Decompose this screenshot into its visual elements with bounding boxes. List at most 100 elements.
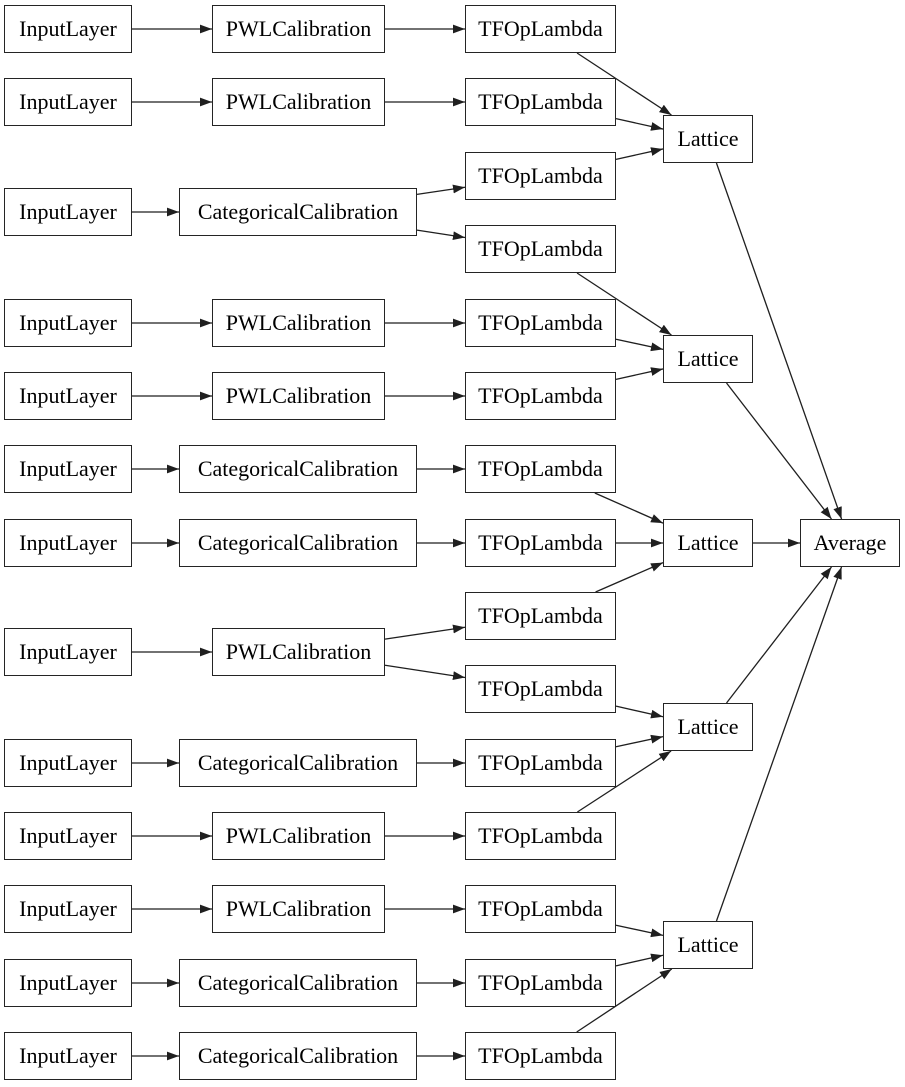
node-label-cal1: PWLCalibration [225,16,372,41]
edge-tf9-lat3 [595,562,664,593]
categorical-calibration-node-cal7: CategoricalCalibration [179,519,417,567]
edge-tf11-lat4 [615,734,664,748]
node-label-in4: InputLayer [19,310,117,335]
tf-op-lambda-node-tf14: TFOpLambda [465,959,616,1007]
input-layer-node-in10: InputLayer [4,812,132,860]
node-label-tf9: TFOpLambda [478,603,603,628]
pwl-calibration-node-cal2: PWLCalibration [212,78,385,126]
edge-cal8-tf10 [384,664,466,680]
tf-op-lambda-node-tf10: TFOpLambda [465,665,616,713]
node-label-in7: InputLayer [19,530,117,555]
input-layer-node-in3: InputLayer [4,188,132,236]
node-label-tf7: TFOpLambda [478,456,603,481]
node-label-in13: InputLayer [19,1043,117,1068]
input-layer-node-in6: InputLayer [4,445,132,493]
node-label-in10: InputLayer [19,823,117,848]
edge-lat5-avg [715,566,843,922]
input-layer-node-in5: InputLayer [4,372,132,420]
node-label-cal4: PWLCalibration [225,310,372,335]
input-layer-node-in9: InputLayer [4,739,132,787]
node-label-cal12: CategoricalCalibration [197,970,399,995]
edge-tf13-lat5 [615,924,664,938]
node-label-in2: InputLayer [19,89,117,114]
tf-op-lambda-node-tf15: TFOpLambda [465,1032,616,1080]
node-label-in3: InputLayer [19,199,117,224]
tf-op-lambda-node-tf1: TFOpLambda [465,5,616,53]
tf-op-lambda-node-tf4: TFOpLambda [465,225,616,273]
pwl-calibration-node-cal1: PWLCalibration [212,5,385,53]
average-node-avg: Average [800,519,900,567]
input-layer-node-in8: InputLayer [4,628,132,676]
input-layer-node-in7: InputLayer [4,519,132,567]
edge-tf4-lat2 [576,272,672,336]
node-label-tf2: TFOpLambda [478,89,603,114]
node-label-tf4: TFOpLambda [478,236,603,261]
edge-tf5-lat2 [615,338,664,352]
edge-tf6-lat2 [615,367,664,380]
node-label-cal9: CategoricalCalibration [197,750,399,775]
input-layer-node-in11: InputLayer [4,885,132,933]
tf-op-lambda-node-tf11: TFOpLambda [465,739,616,787]
node-label-in9: InputLayer [19,750,117,775]
edge-tf2-lat1 [615,118,664,131]
node-label-tf5: TFOpLambda [478,310,603,335]
node-label-lat3: Lattice [677,530,739,555]
edge-cal8-tf9 [384,624,466,640]
categorical-calibration-node-cal9: CategoricalCalibration [179,739,417,787]
categorical-calibration-node-cal13: CategoricalCalibration [179,1032,417,1080]
edge-cal3-tf3 [416,184,466,195]
edge-lat1-avg [715,162,843,520]
node-label-avg: Average [813,530,887,555]
node-label-lat2: Lattice [677,346,739,371]
node-label-in5: InputLayer [19,383,117,408]
node-label-in1: InputLayer [19,16,117,41]
node-label-lat5: Lattice [677,932,739,957]
node-label-cal5: PWLCalibration [225,383,372,408]
tf-op-lambda-node-tf3: TFOpLambda [465,152,616,200]
node-label-in12: InputLayer [19,970,117,995]
categorical-calibration-node-cal3: CategoricalCalibration [179,188,417,236]
node-label-tf3: TFOpLambda [478,163,603,188]
tf-op-lambda-node-tf5: TFOpLambda [465,299,616,347]
edge-tf3-lat1 [615,147,664,160]
node-label-tf15: TFOpLambda [478,1043,603,1068]
tf-op-lambda-node-tf7: TFOpLambda [465,445,616,493]
lattice-node-lat1: Lattice [663,115,753,163]
node-label-lat4: Lattice [677,714,739,739]
node-label-tf14: TFOpLambda [478,970,603,995]
edge-tf7-lat3 [594,492,664,524]
node-label-tf10: TFOpLambda [478,676,603,701]
pwl-calibration-node-cal11: PWLCalibration [212,885,385,933]
edge-tf1-lat1 [576,52,672,116]
node-label-cal11: PWLCalibration [225,896,372,921]
categorical-calibration-node-cal6: CategoricalCalibration [179,445,417,493]
tf-op-lambda-node-tf12: TFOpLambda [465,812,616,860]
edge-lat2-avg [726,382,832,520]
input-layer-node-in1: InputLayer [4,5,132,53]
node-label-in6: InputLayer [19,456,117,481]
edge-tf14-lat5 [615,953,664,967]
input-layer-node-in12: InputLayer [4,959,132,1007]
edge-cal3-tf4 [416,229,466,241]
node-label-tf1: TFOpLambda [478,16,603,41]
edge-lat4-avg [726,566,832,704]
lattice-node-lat2: Lattice [663,335,753,383]
tf-op-lambda-node-tf2: TFOpLambda [465,78,616,126]
node-label-cal7: CategoricalCalibration [197,530,399,555]
input-layer-node-in4: InputLayer [4,299,132,347]
node-label-tf12: TFOpLambda [478,823,603,848]
node-label-cal10: PWLCalibration [225,823,372,848]
node-label-in8: InputLayer [19,639,117,664]
categorical-calibration-node-cal12: CategoricalCalibration [179,959,417,1007]
lattice-node-lat5: Lattice [663,921,753,969]
pwl-calibration-node-cal10: PWLCalibration [212,812,385,860]
node-label-tf6: TFOpLambda [478,383,603,408]
node-label-cal3: CategoricalCalibration [197,199,399,224]
node-label-cal13: CategoricalCalibration [197,1043,399,1068]
pwl-calibration-node-cal4: PWLCalibration [212,299,385,347]
input-layer-node-in2: InputLayer [4,78,132,126]
edge-tf10-lat4 [615,705,664,719]
lattice-node-lat3: Lattice [663,519,753,567]
